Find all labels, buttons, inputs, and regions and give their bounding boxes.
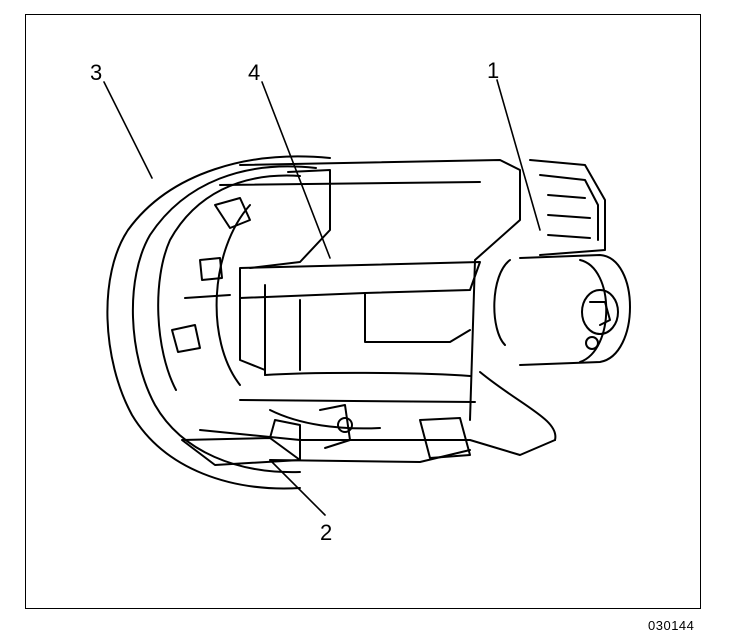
callout-1: 1 (487, 58, 499, 83)
leader-line-1 (496, 79, 541, 231)
leader-line-3 (103, 81, 153, 179)
leader-line-2 (269, 459, 326, 516)
housing-body (199, 159, 557, 463)
figure-frame (25, 14, 701, 609)
callout-3: 3 (90, 60, 102, 85)
lock-cylinder (493, 254, 631, 366)
side-details (171, 197, 251, 353)
leader-lines (103, 79, 541, 516)
retaining-strap (239, 169, 481, 376)
lower-latch (181, 404, 471, 466)
callout-2: 2 (320, 520, 332, 545)
bezel-ring (106, 155, 331, 490)
figure-code: 030144 (648, 618, 695, 633)
leader-line-4 (261, 81, 331, 259)
electrical-connector (529, 159, 606, 256)
callout-4: 4 (248, 60, 260, 85)
